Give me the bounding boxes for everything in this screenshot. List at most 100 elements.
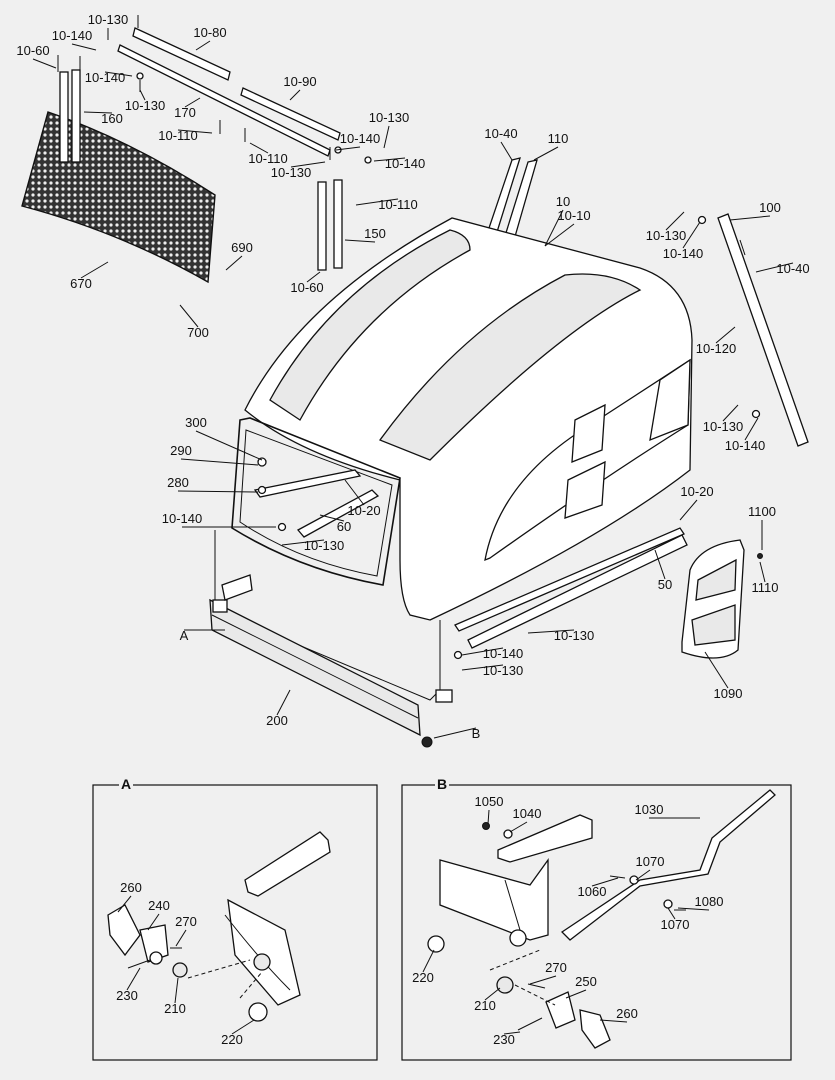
callout-label: 10-60 [16,43,49,58]
callout-leader [509,821,528,833]
callout-label: 260 [616,1006,638,1021]
detail-a-frame: A [92,776,378,1061]
callout-leader [433,727,477,739]
callout-leader [290,161,326,168]
detail-b-artwork [427,789,776,1049]
callout-leader [461,647,504,656]
callout-label: 10-130 [271,165,311,180]
callout-leader [744,417,759,441]
detail-a-artwork [107,831,331,1022]
callout-leader [533,146,559,161]
callout-leader [487,809,490,825]
callout-labels: 10-13010-14010-6010-14010-13016010-80170… [16,12,809,741]
callout-leader [665,211,685,231]
callout-label: 270 [175,914,197,929]
callout-leader [461,664,504,671]
callout-label: 10-60 [290,280,323,295]
callout-label: 1080 [695,894,724,909]
callout-label: 10-140 [385,156,425,171]
callout-label: 1090 [714,686,743,701]
callout-leader [147,913,160,931]
callout-label: 160 [101,111,123,126]
callout-leader [383,125,390,149]
callout-label: 10-140 [663,246,703,261]
callout-leader [677,907,710,911]
callout-label: 10-130 [125,98,165,113]
callout-label: 250 [575,974,597,989]
callout-leader [599,1019,628,1023]
callout-leader [679,499,698,521]
callout-label: 10-130 [646,228,686,243]
callout-leader [667,907,676,920]
bumper-200 [209,574,453,748]
callout-label: 100 [759,200,781,215]
callout-label: 10-130 [483,663,523,678]
callout-label: 10-140 [340,131,380,146]
callout-label: 230 [116,988,138,1003]
callout-leader [527,629,575,634]
callout-leader [71,43,97,51]
callout-leader [177,129,213,134]
callout-leader [759,561,766,583]
callout-leader [722,404,739,422]
callout-label: 10-10 [557,208,590,223]
callout-label: 10-130 [88,12,128,27]
strips-100 [697,213,809,447]
callout-leader [755,262,794,273]
callout-leader [231,1019,255,1035]
callout-label: 150 [364,226,386,241]
callout-label: 10-90 [283,74,316,89]
detail-b-frame: B [401,776,792,1061]
callout-leader [715,326,736,344]
callout-label: 170 [174,105,196,120]
callout-leader [335,146,361,151]
callout-label: 240 [148,898,170,913]
callout-leader [117,895,132,913]
callout-leader [654,549,666,580]
callout-leader [174,977,179,1004]
callout-label: 10-110 [248,151,288,166]
callout-leader [281,539,325,546]
callout-leader [373,157,406,162]
callout-leader [484,987,501,1001]
callout-leader [319,514,345,522]
callout-label: 670 [70,276,92,291]
callout-label: 10-130 [554,628,594,643]
callout-leader [500,141,513,161]
callout-label: 10-120 [696,341,736,356]
callout-label: 60 [337,519,351,534]
callout-leader [591,877,619,887]
callout-label: 230 [493,1032,515,1047]
callout-label: 110 [548,131,569,146]
callout-label: 1110 [752,580,779,595]
callout-label: 10-140 [725,438,765,453]
callout-leader [195,430,263,461]
callout-leader [355,198,399,206]
callout-label: 10-40 [484,126,517,141]
vent-1090 [681,539,763,659]
parts-artwork [21,15,809,748]
rails-top [117,15,341,160]
callout-label: 10-140 [52,28,92,43]
callout-label: 10-80 [193,25,226,40]
callout-label: 1070 [636,854,665,869]
callout-leader [249,142,269,154]
callout-label: 10 [556,194,570,209]
callout-leader [179,304,199,328]
callout-label: 10-20 [347,503,380,518]
posts-150 [317,146,372,271]
callout-leader [32,58,57,69]
callout-label: 1050 [475,794,504,809]
callout-leader [565,989,587,999]
inner-parts [253,457,380,538]
detail-a-title: A [121,776,131,792]
callout-label: 1100 [748,504,776,519]
callout-label: 1070 [661,917,690,932]
detail-b-title: B [437,776,447,792]
callout-label: 700 [187,325,209,340]
callout-leader [306,271,321,283]
callout-leader [289,89,301,101]
